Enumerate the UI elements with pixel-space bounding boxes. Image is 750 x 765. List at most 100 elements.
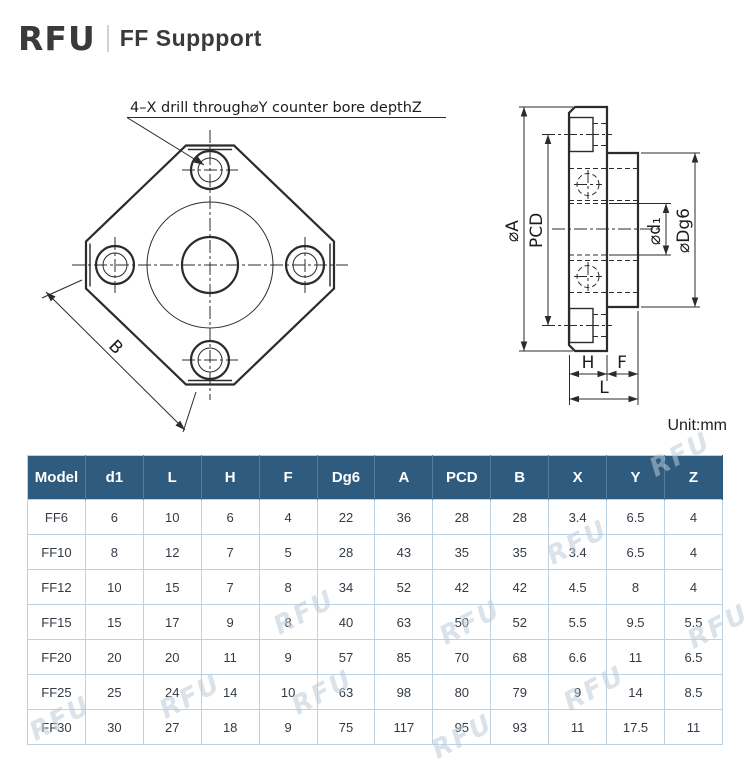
page-title: FF Suppport xyxy=(119,25,262,51)
counterbores xyxy=(568,116,607,344)
table-cell: 8 xyxy=(258,604,318,640)
table-cell: 27 xyxy=(142,709,202,745)
table-cell: 15 xyxy=(142,569,202,605)
table-cell: 34 xyxy=(316,569,376,605)
table-cell: 9.5 xyxy=(606,604,665,640)
dim-dg6: ⌀Dg6 xyxy=(641,152,700,308)
table-cell: 9 xyxy=(258,639,318,675)
column-header: Y xyxy=(606,455,665,500)
table-cell: 5 xyxy=(258,534,318,570)
table-cell: 17.5 xyxy=(606,709,665,745)
column-header: F xyxy=(259,455,318,500)
brand-divider xyxy=(106,25,109,52)
table-row: FF20 20 20 11 9 57 85 70 68 6.6 11 6.5 xyxy=(27,639,724,675)
table-cell: 43 xyxy=(374,534,434,570)
boss-section xyxy=(607,151,640,309)
hidden-lines xyxy=(569,168,638,293)
table-cell: 95 xyxy=(432,709,492,745)
table-row: FF30 30 27 18 9 75 117 95 93 11 17.5 11 xyxy=(27,709,724,745)
dim-l-label: L xyxy=(599,378,609,398)
table-cell: 9 xyxy=(258,709,318,745)
table-cell: 6.5 xyxy=(606,499,665,535)
table-cell: 6 xyxy=(84,499,144,535)
column-header: H xyxy=(201,455,260,500)
table-cell: 11 xyxy=(606,639,665,675)
table-cell: 52 xyxy=(490,604,550,640)
front-view-drawing: 4–X drill through⌀Y counter bore depthZ xyxy=(41,100,446,433)
dim-h-label: H xyxy=(582,353,595,373)
table-cell: 52 xyxy=(374,569,434,605)
table-cell: 15 xyxy=(84,604,144,640)
model-cell: FF20 xyxy=(27,639,86,675)
side-view-drawing: ⌀A PCD ⌀d₁ ⌀Dg6 H F xyxy=(503,105,700,405)
center-lines xyxy=(72,130,348,400)
dim-d1: ⌀d₁ xyxy=(610,203,671,256)
table-cell: 14 xyxy=(200,674,260,710)
table-cell: 24 xyxy=(142,674,202,710)
model-cell: FF10 xyxy=(27,534,86,570)
column-header: Model xyxy=(27,455,86,500)
table-cell: 9 xyxy=(548,674,608,710)
table-cell: 4 xyxy=(663,499,724,535)
table-cell: 4.5 xyxy=(548,569,608,605)
table-cell: 20 xyxy=(142,639,202,675)
table-cell: 5.5 xyxy=(663,604,724,640)
brand-header: RFU FF Suppport xyxy=(18,22,262,55)
dim-pcd-label: PCD xyxy=(527,213,547,248)
table-cell: 93 xyxy=(490,709,550,745)
table-cell: 28 xyxy=(490,499,550,535)
hole-callout-text: 4–X drill through⌀Y counter bore depthZ xyxy=(130,100,422,116)
table-cell: 10 xyxy=(258,674,318,710)
table-cell: 30 xyxy=(84,709,144,745)
table-cell: 11 xyxy=(200,639,260,675)
table-cell: 20 xyxy=(84,639,144,675)
table-cell: 8.5 xyxy=(663,674,724,710)
table-cell: 6.6 xyxy=(548,639,608,675)
table-cell: 35 xyxy=(490,534,550,570)
table-cell: 14 xyxy=(606,674,665,710)
table-cell: 7 xyxy=(200,534,260,570)
table-cell: 35 xyxy=(432,534,492,570)
table-row: FF15 15 17 9 8 40 63 50 52 5.5 9.5 5.5 xyxy=(27,604,724,640)
table-cell: 12 xyxy=(142,534,202,570)
table-cell: 8 xyxy=(606,569,665,605)
dim-f-label: F xyxy=(617,353,627,373)
column-header: Dg6 xyxy=(317,455,376,500)
dim-dg6-label: ⌀Dg6 xyxy=(674,208,694,253)
unit-label: Unit:mm xyxy=(667,417,727,434)
table-cell: 6.5 xyxy=(663,639,724,675)
dim-d1-label: ⌀d₁ xyxy=(645,217,665,245)
table-row: FF6 6 10 6 4 22 36 28 28 3.4 6.5 4 xyxy=(27,499,724,535)
table-cell: 75 xyxy=(316,709,376,745)
table-cell: 17 xyxy=(142,604,202,640)
table-cell: 18 xyxy=(200,709,260,745)
table-cell: 4 xyxy=(258,499,318,535)
model-cell: FF6 xyxy=(27,499,86,535)
table-row: FF10 8 12 7 5 28 43 35 35 3.4 6.5 4 xyxy=(27,534,724,570)
model-cell: FF12 xyxy=(27,569,86,605)
table-cell: 6 xyxy=(200,499,260,535)
table-cell: 11 xyxy=(548,709,608,745)
column-header: X xyxy=(548,455,608,500)
table-cell: 10 xyxy=(84,569,144,605)
column-header: PCD xyxy=(432,455,492,500)
table-cell: 85 xyxy=(374,639,434,675)
table-cell: 50 xyxy=(432,604,492,640)
column-header: B xyxy=(490,455,550,500)
column-header: A xyxy=(374,455,434,500)
table-cell: 28 xyxy=(432,499,492,535)
brand-logo: RFU xyxy=(18,19,96,58)
model-cell: FF15 xyxy=(27,604,86,640)
dim-b: B xyxy=(41,279,197,433)
table-cell: 8 xyxy=(84,534,144,570)
table-cell: 8 xyxy=(258,569,318,605)
table-cell: 40 xyxy=(316,604,376,640)
table-cell: 57 xyxy=(316,639,376,675)
model-cell: FF30 xyxy=(27,709,86,745)
table-cell: 11 xyxy=(663,709,724,745)
table-cell: 25 xyxy=(84,674,144,710)
table-cell: 5.5 xyxy=(548,604,608,640)
table-cell: 63 xyxy=(316,674,376,710)
table-cell: 98 xyxy=(374,674,434,710)
